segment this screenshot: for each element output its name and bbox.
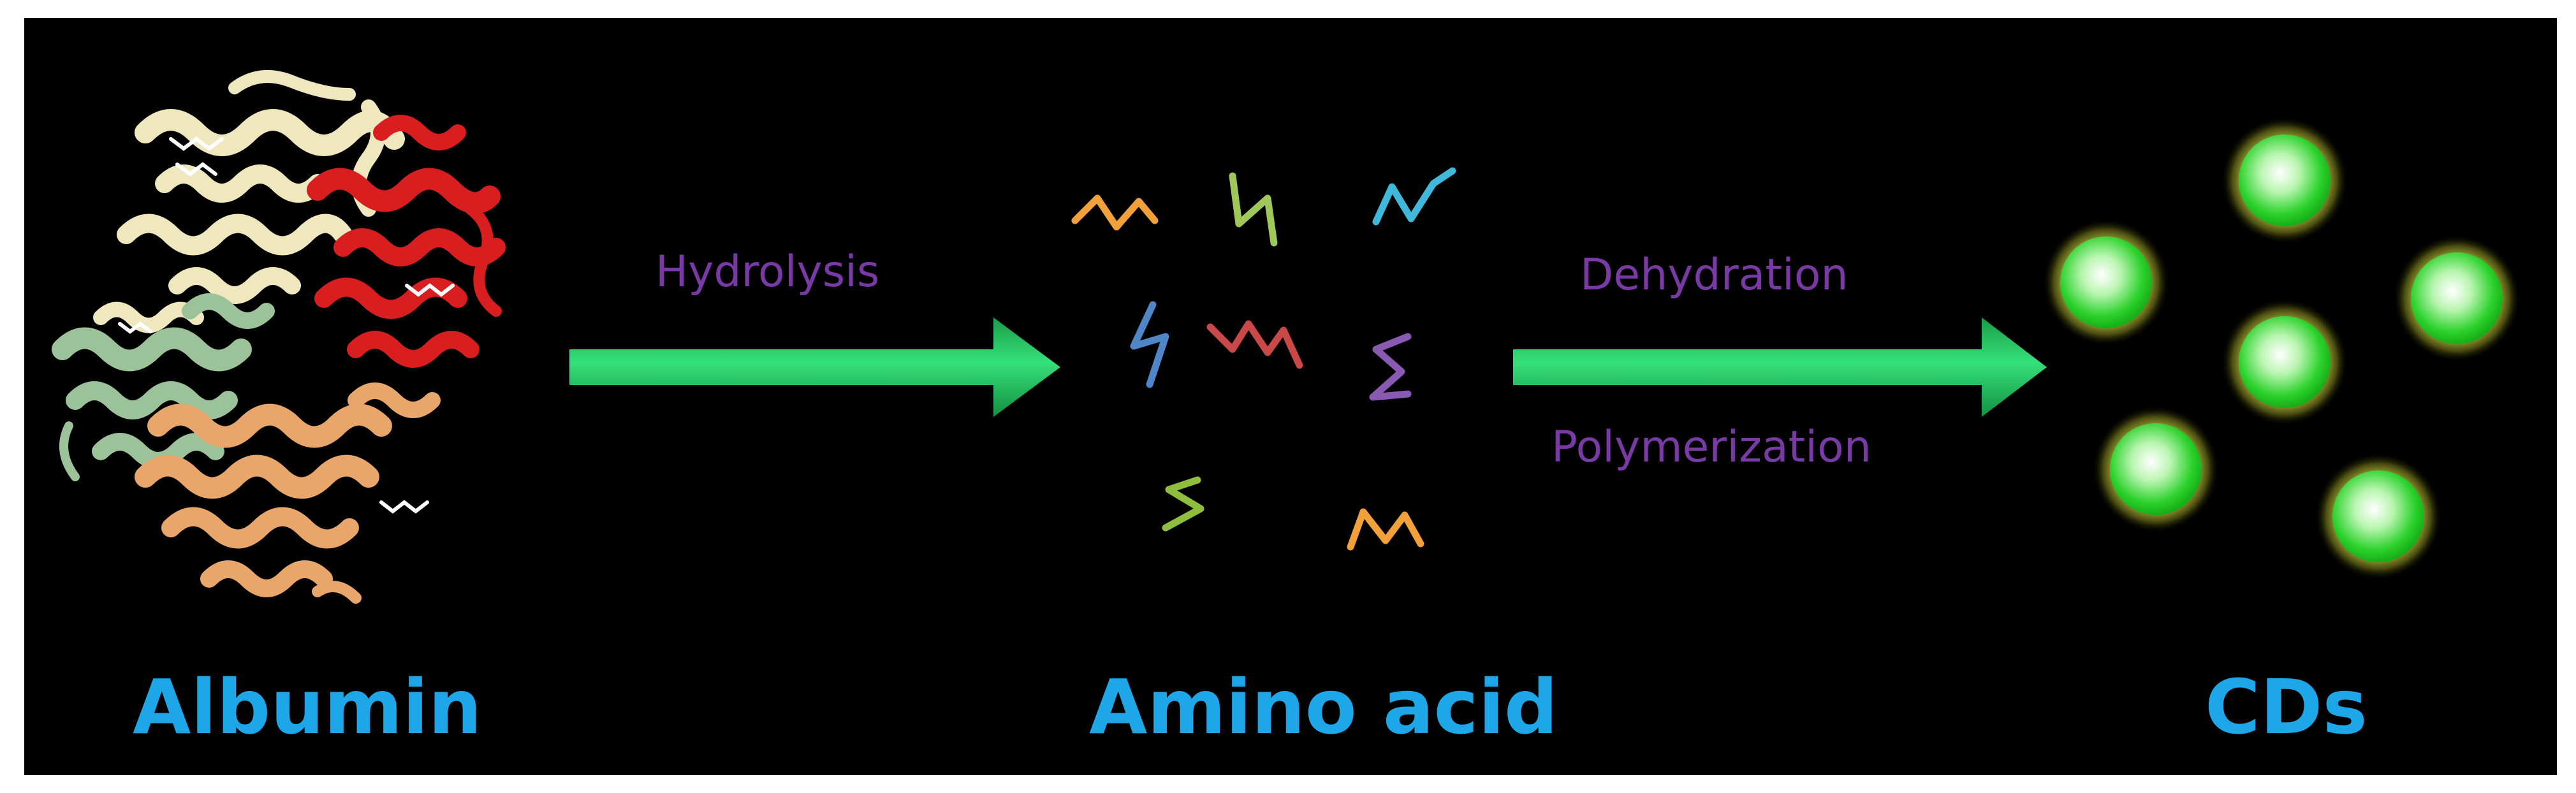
albumin-label: Albumin (133, 663, 482, 751)
squiggle-green-1 (1229, 172, 1278, 247)
amino-acid-squiggles (1071, 167, 1456, 551)
squiggle-green-2 (1162, 476, 1204, 532)
protein-domain-cream (93, 70, 405, 333)
protein-domain-green (52, 293, 275, 481)
dehydration-label: Dehydration (1580, 250, 1848, 300)
amino-acid-label: Amino acid (1089, 663, 1558, 751)
squiggle-cyan (1372, 167, 1456, 226)
diagram-canvas (52, 70, 2521, 604)
carbon-dot (2221, 298, 2348, 426)
carbon-dot (2315, 453, 2442, 580)
carbon-dot (2092, 405, 2220, 533)
dehydration-polymerization-arrow (1513, 317, 2047, 417)
hydrolysis-arrow (569, 317, 1060, 417)
squiggle-orange-1 (1071, 194, 1159, 231)
carbon-dot (2221, 117, 2348, 244)
hydrolysis-label: Hydrolysis (655, 247, 880, 297)
squiggle-red (1206, 320, 1303, 369)
squiggle-orange-2 (1347, 508, 1424, 551)
polymerization-label: Polymerization (1551, 422, 1871, 472)
squiggle-purple (1369, 333, 1412, 401)
protein-domain-orange (135, 382, 441, 604)
ligand-clusters (118, 136, 455, 514)
squiggle-blue (1130, 301, 1169, 388)
protein-domain-red (307, 115, 506, 368)
diagram-panel: Hydrolysis Dehydration Polymerization Al… (24, 18, 2557, 775)
carbon-dot (2393, 235, 2521, 362)
cds-label: CDs (2205, 663, 2367, 751)
albumin-protein-illustration (52, 70, 506, 604)
carbon-dot (2042, 219, 2170, 346)
carbon-dots (2042, 117, 2521, 580)
